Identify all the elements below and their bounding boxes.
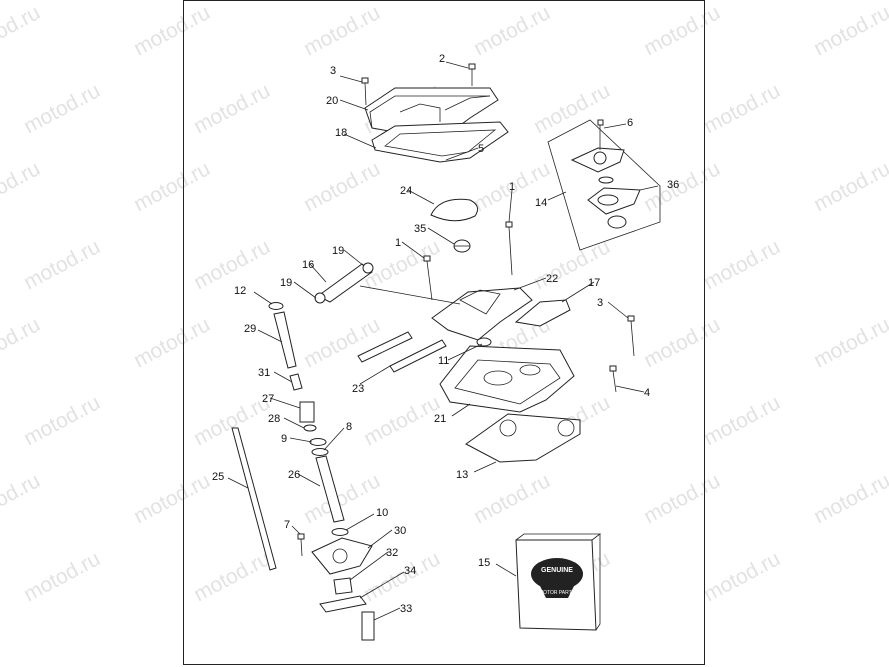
callout-19-upper: 19	[332, 245, 344, 257]
callout-31: 31	[258, 367, 270, 379]
umbrella-valve-part	[453, 239, 471, 253]
callout-10: 10	[376, 507, 388, 519]
callout-14: 14	[535, 197, 547, 209]
base-gasket-part	[465, 413, 581, 463]
tappet-parts	[319, 577, 375, 641]
screw-part-top-left	[361, 77, 369, 106]
logo-line-2: MOTOR PARTS	[539, 590, 576, 596]
screw-part-7	[297, 533, 305, 557]
callout-28: 28	[268, 413, 280, 425]
callout-3-top: 3	[330, 65, 336, 77]
callout-3-right: 3	[597, 297, 603, 309]
callout-7: 7	[284, 519, 290, 531]
callout-15: 15	[478, 557, 490, 569]
rocker-housing-part	[439, 345, 575, 413]
callout-35: 35	[414, 223, 426, 235]
callout-34: 34	[404, 565, 416, 577]
genuine-parts-box	[515, 533, 602, 631]
logo-line-1: GENUINE	[541, 567, 573, 574]
callout-26: 26	[288, 469, 300, 481]
callout-5: 5	[478, 143, 484, 155]
genuine-motor-parts-logo: GENUINE MOTOR PARTS	[539, 567, 576, 596]
rocker-arm-part	[514, 299, 571, 327]
callout-18: 18	[335, 127, 347, 139]
screw-part-right	[627, 315, 635, 357]
rocker-support-part	[359, 285, 533, 341]
screw-part-top-right	[468, 63, 476, 86]
bolt-part-right	[505, 221, 513, 276]
callout-33: 33	[400, 603, 412, 615]
callout-1-left: 1	[395, 237, 401, 249]
pushrod-part	[231, 427, 277, 571]
callout-4: 4	[644, 387, 650, 399]
o-ring-part	[476, 337, 492, 347]
callout-11: 11	[438, 355, 449, 367]
callout-12: 12	[234, 285, 246, 297]
cover-gasket-part	[371, 121, 509, 163]
rocker-shaft-part	[314, 262, 374, 304]
o-ring-part-8-9	[309, 438, 329, 456]
callout-13: 13	[456, 469, 468, 481]
callout-9: 9	[281, 433, 287, 445]
o-ring-part-10	[331, 528, 349, 536]
callout-24: 24	[400, 185, 412, 197]
diagram-frame	[183, 0, 705, 665]
callout-8: 8	[346, 421, 352, 433]
spring-cap-part	[289, 373, 303, 391]
callout-25: 25	[212, 471, 224, 483]
callout-1-right: 1	[509, 181, 515, 193]
tappet-cover-part	[311, 537, 373, 575]
bolt-part-left	[423, 255, 433, 301]
callout-22: 22	[546, 273, 558, 285]
breather-cap-part	[430, 198, 479, 222]
callout-labels: 3 2 20 18 5 6 36 14 24 35 1 1 19 16 19 2…	[212, 53, 679, 615]
callout-19-lower: 19	[280, 277, 292, 289]
callout-27: 27	[262, 393, 274, 405]
retainer-part	[303, 424, 317, 432]
callout-20: 20	[326, 95, 338, 107]
breather-assembly-group	[547, 119, 661, 251]
callout-17: 17	[588, 277, 600, 289]
callout-30: 30	[394, 525, 406, 537]
screw-part-bottom-right	[609, 365, 617, 393]
leader-lines	[227, 61, 659, 621]
callout-36: 36	[667, 179, 679, 191]
callout-2: 2	[439, 53, 445, 65]
pushrod-cover-lower-part	[315, 455, 345, 523]
callout-23: 23	[352, 383, 364, 395]
pushrod-cover-upper-part	[273, 311, 297, 369]
callout-6: 6	[627, 117, 633, 129]
callout-16: 16	[302, 259, 314, 271]
callout-29: 29	[244, 323, 256, 335]
spring-part	[299, 401, 315, 423]
callout-21: 21	[434, 413, 446, 425]
callout-32: 32	[386, 547, 398, 559]
pushrod-tubes-part	[357, 331, 447, 373]
o-ring-part-12	[268, 302, 284, 310]
